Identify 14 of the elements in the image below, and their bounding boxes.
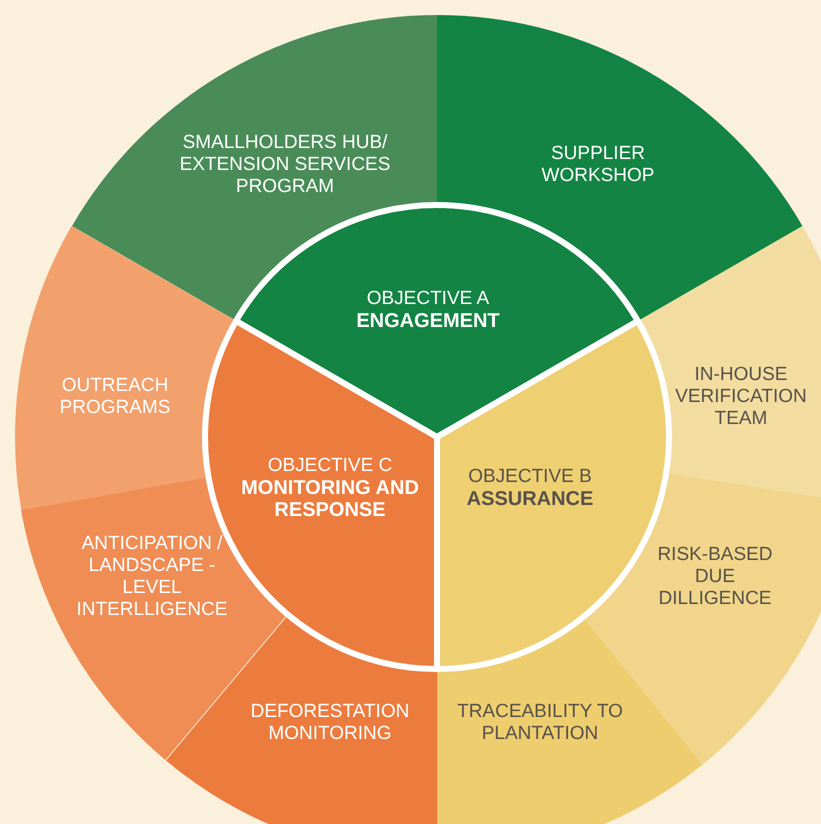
segment-label: TRACEABILITY TO PLANTATION bbox=[456, 700, 624, 745]
objective-heading: OBJECTIVE B bbox=[467, 466, 593, 488]
objective-title: MONITORING AND RESPONSE bbox=[240, 477, 420, 521]
objective-title: ASSURANCE bbox=[466, 488, 594, 510]
objective-heading: OBJECTIVE C bbox=[266, 455, 394, 477]
segment-label: ANTICIPATION / LANDSCAPE -LEVEL INTERLLIGENCE bbox=[75, 532, 228, 621]
segment-label: SUPPLIER WORKSHOP bbox=[540, 143, 656, 187]
segment-label: IN-HOUSE VERIFICATION TEAM bbox=[674, 364, 808, 430]
segment-label: OUTREACH PROGRAMS bbox=[58, 375, 172, 419]
objective-title: ENGAGEMENT bbox=[355, 310, 501, 332]
segment-label: SMALLHOLDERS HUB/ EXTENSION SERVICES PROGRAM bbox=[178, 132, 392, 198]
segment-label: DEFORESTATION MONITORING bbox=[250, 700, 410, 745]
objective-heading: OBJECTIVE A bbox=[366, 288, 490, 310]
segment-label: RISK-BASED DUE DILLIGENCE bbox=[656, 544, 774, 610]
